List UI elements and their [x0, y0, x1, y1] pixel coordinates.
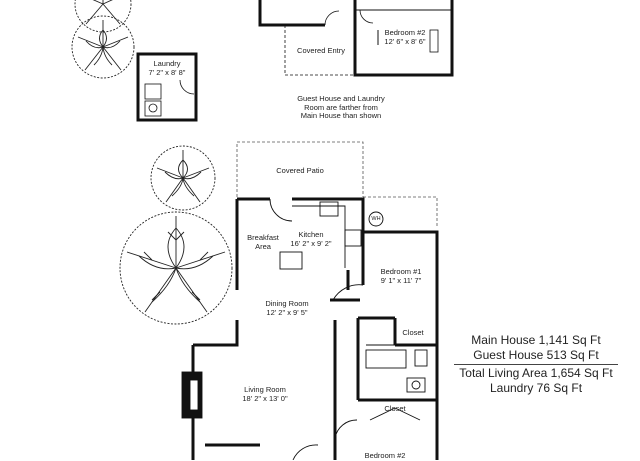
guest-house-sqft: Guest House 513 Sq Ft [473, 348, 599, 362]
covered-patio-label: Covered Patio [276, 166, 324, 175]
dining-room-label: Dining Room 12' 2" x 9' 5" [265, 299, 309, 317]
tree-middle [150, 145, 216, 211]
guest-house [258, 0, 454, 77]
laundry-label: Laundry 7' 2" x 8' 8" [148, 59, 186, 77]
water-heater-label: WH [371, 216, 381, 222]
closet2-label: Closet [384, 404, 406, 413]
bedroom-bottom-label: Bedroom #2 [364, 451, 406, 460]
summary-divider [454, 364, 618, 365]
bedroom1-label: Bedroom #1 9' 1" x 11' 7" [380, 267, 422, 285]
square-footage-summary: Main House 1,141 Sq Ft Guest House 513 S… [446, 333, 626, 396]
covered-patio [236, 141, 438, 228]
living-room-label: Living Room 18' 2" x 13' 0" [242, 385, 288, 403]
laundry-building [136, 52, 198, 122]
closet1-label: Closet [402, 328, 424, 337]
laundry-sqft: Laundry 76 Sq Ft [489, 381, 583, 395]
guest-house-note: Guest House and Laundry Room are farther… [297, 94, 385, 121]
main-house-sqft: Main House 1,141 Sq Ft [471, 333, 601, 347]
covered-entry-label: Covered Entry [297, 46, 345, 55]
guest-bedroom2-label: Bedroom #2 12' 6" x 8' 6" [384, 28, 426, 46]
breakfast-area-label: Breakfast Area [247, 233, 279, 251]
kitchen-label: Kitchen 16' 2" x 9' 2" [290, 230, 332, 248]
tree-large [119, 211, 233, 325]
tree-upper-left [71, 15, 135, 79]
total-living-area: Total Living Area 1,654 Sq Ft [459, 366, 613, 380]
interior-details [181, 198, 428, 460]
